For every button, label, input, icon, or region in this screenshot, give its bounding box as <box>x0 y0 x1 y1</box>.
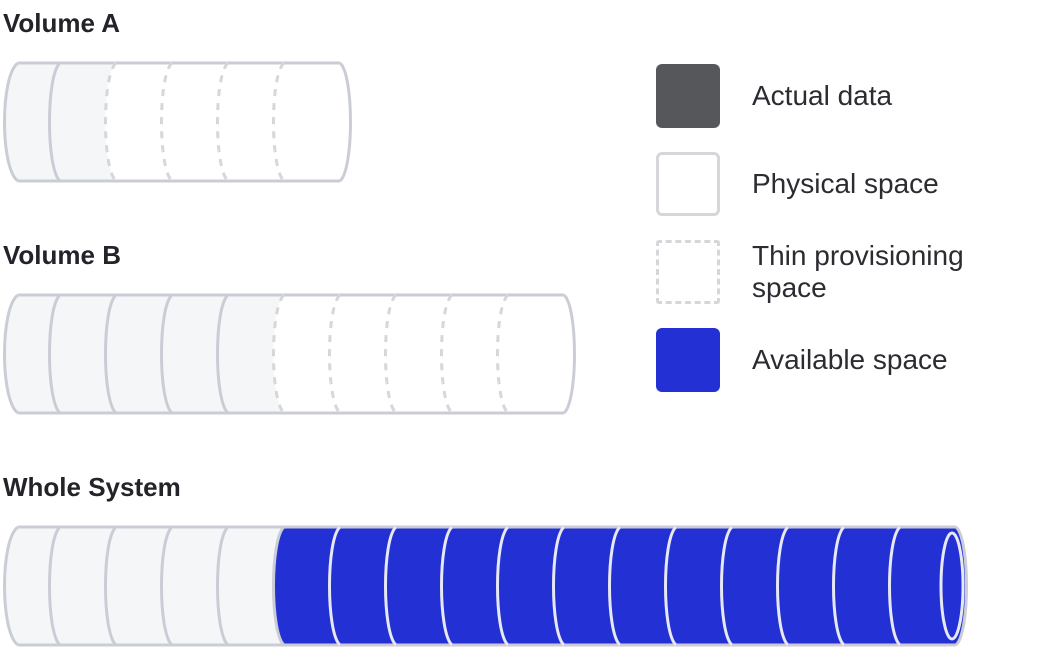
cylinder-end-face <box>939 531 965 641</box>
physical-space-swatch <box>656 152 720 216</box>
actual-data-swatch <box>656 64 720 128</box>
thin-segment-divider <box>440 293 454 415</box>
cylinder-outline <box>18 525 956 647</box>
physical-space-region <box>4 295 284 413</box>
legend-item-thin-provisioning-space: Thin provisioning space <box>656 240 1046 304</box>
thin-segment-divider <box>272 293 286 415</box>
cylinder-left-cap <box>3 293 20 415</box>
thin-segment-divider <box>496 293 510 415</box>
cylinder-left-cap <box>3 61 20 183</box>
cylinder-left-cap <box>3 525 20 647</box>
legend-item-available-space: Available space <box>656 328 1046 392</box>
available-segment-divider <box>888 525 902 647</box>
available-segment-divider <box>496 525 510 647</box>
available-space-region <box>273 527 967 645</box>
legend-item-actual-data: Actual data <box>656 64 1046 128</box>
thin-provisioning-swatch <box>656 240 720 304</box>
physical-segment-divider <box>272 525 286 647</box>
available-segment-divider <box>608 525 622 647</box>
cylinder-right-cap <box>562 293 576 415</box>
physical-segment-divider <box>160 525 174 647</box>
available-segment-divider <box>720 525 734 647</box>
thin-segment-divider <box>384 293 398 415</box>
legend-label-actual-data: Actual data <box>752 80 893 111</box>
cylinder-outline <box>18 293 564 415</box>
legend-label-physical-space: Physical space <box>752 168 939 199</box>
physical-segment-divider <box>160 293 174 415</box>
volume-a-cylinder <box>3 61 352 183</box>
physical-segment-divider <box>216 293 230 415</box>
thin-segment-divider <box>160 61 174 183</box>
thin-segment-divider <box>272 61 286 183</box>
physical-segment-divider <box>104 293 118 415</box>
cylinder-outline <box>18 61 340 183</box>
available-segment-divider <box>440 525 454 647</box>
available-space-swatch <box>656 328 720 392</box>
available-segment-divider <box>552 525 566 647</box>
available-segment-divider <box>664 525 678 647</box>
physical-segment-divider <box>104 525 118 647</box>
legend-item-physical-space: Physical space <box>656 152 1046 216</box>
physical-space-region <box>4 527 284 645</box>
thin-segment-divider <box>328 293 342 415</box>
physical-space-region <box>4 63 116 181</box>
cylinder-right-cap <box>954 525 968 647</box>
physical-segment-divider <box>48 61 62 183</box>
cylinder-right-cap <box>338 61 352 183</box>
available-segment-divider <box>776 525 790 647</box>
volume-b-cylinder <box>3 293 576 415</box>
whole-system-title: Whole System <box>3 472 181 502</box>
physical-segment-divider <box>48 293 62 415</box>
volume-a-title: Volume A <box>3 8 121 38</box>
available-segment-divider <box>384 525 398 647</box>
physical-segment-divider <box>216 525 230 647</box>
whole-system-cylinder <box>3 525 968 647</box>
available-segment-divider <box>328 525 342 647</box>
physical-segment-divider <box>48 525 62 647</box>
available-segment-divider <box>832 525 846 647</box>
thin-segment-divider <box>104 61 118 183</box>
volume-b-title: Volume B <box>3 240 121 270</box>
thin-segment-divider <box>216 61 230 183</box>
legend-label-available-space: Available space <box>752 344 948 375</box>
legend-label-thin-provisioning-space: Thin provisioning space <box>752 240 964 303</box>
